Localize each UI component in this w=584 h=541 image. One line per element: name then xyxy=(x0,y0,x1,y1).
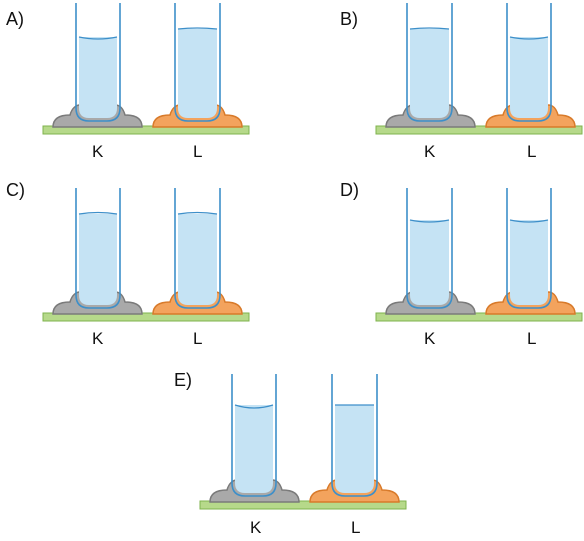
l-liquid-surface xyxy=(177,27,218,30)
ground-strip xyxy=(375,312,583,322)
l-label: L xyxy=(527,142,536,161)
k-test-tube xyxy=(75,3,121,122)
k-liquid-surface xyxy=(409,219,450,223)
k-liquid-surface xyxy=(78,211,118,215)
k-test-tube xyxy=(406,3,453,122)
ground-strip xyxy=(199,500,407,510)
l-liquid xyxy=(335,405,374,493)
k-test-tube xyxy=(406,188,453,309)
option-label: A) xyxy=(6,9,24,29)
k-liquid xyxy=(235,405,273,493)
l-label: L xyxy=(351,518,360,537)
option-d: D) K L xyxy=(340,180,583,348)
l-liquid-surface xyxy=(177,211,218,215)
k-label: K xyxy=(92,142,104,161)
k-test-tube xyxy=(231,374,277,497)
k-liquid-surface xyxy=(78,36,118,40)
k-liquid xyxy=(79,37,117,118)
option-e: E) K L xyxy=(174,370,407,537)
l-test-tube xyxy=(506,3,552,122)
k-liquid-surface xyxy=(234,404,274,409)
l-test-tube xyxy=(506,188,552,309)
option-label: B) xyxy=(340,9,358,29)
k-label: K xyxy=(424,329,436,348)
k-label: K xyxy=(424,142,436,161)
option-label: C) xyxy=(6,180,25,200)
ground-strip xyxy=(375,125,583,135)
ground-strip xyxy=(42,125,250,135)
option-label: E) xyxy=(174,370,192,390)
ground-strip xyxy=(42,312,250,322)
l-liquid xyxy=(510,37,548,118)
k-label: K xyxy=(250,518,262,537)
option-c: C) K L xyxy=(6,180,250,348)
option-label: D) xyxy=(340,180,359,200)
k-liquid xyxy=(79,214,117,305)
l-label: L xyxy=(193,329,202,348)
k-liquid xyxy=(410,220,449,305)
k-liquid-surface xyxy=(409,27,450,30)
option-a: A) K L xyxy=(6,3,250,161)
l-test-tube xyxy=(174,188,221,309)
l-liquid xyxy=(178,214,217,305)
option-b: B) K L xyxy=(340,3,583,161)
l-liquid xyxy=(510,220,548,305)
l-liquid-surface xyxy=(509,219,549,223)
k-liquid xyxy=(410,29,449,118)
l-test-tube xyxy=(331,374,378,497)
k-label: K xyxy=(92,329,104,348)
l-liquid-surface xyxy=(509,36,549,40)
l-test-tube xyxy=(174,3,221,122)
k-test-tube xyxy=(75,188,121,309)
l-label: L xyxy=(193,142,202,161)
l-label: L xyxy=(527,329,536,348)
l-liquid xyxy=(178,29,217,118)
